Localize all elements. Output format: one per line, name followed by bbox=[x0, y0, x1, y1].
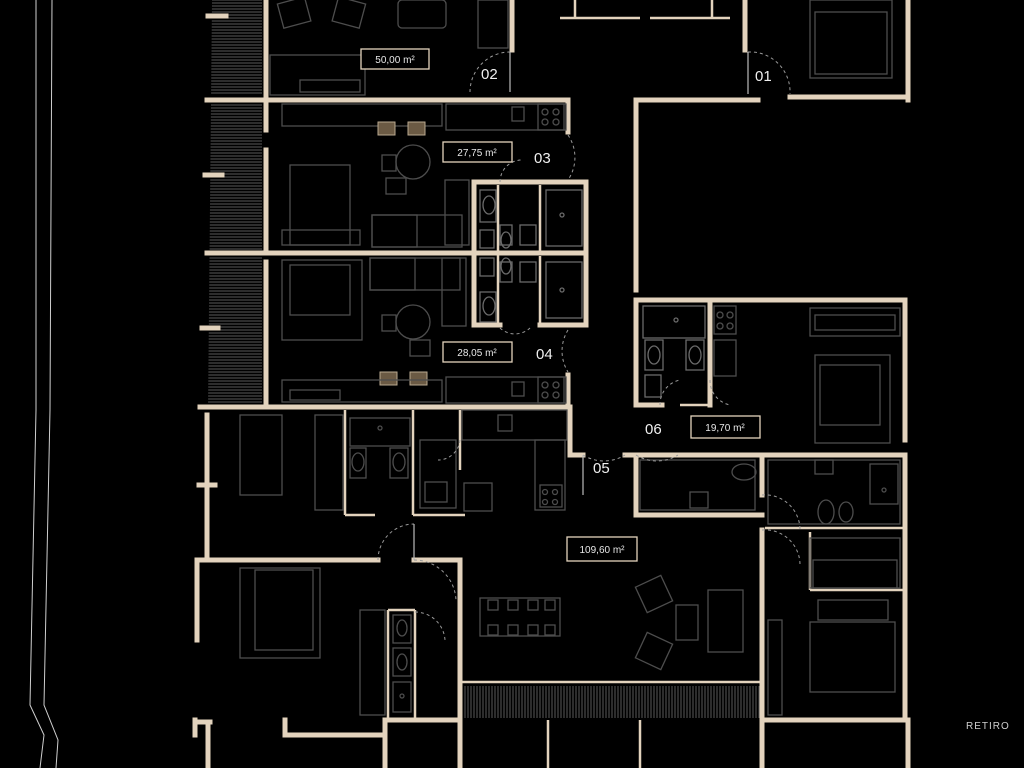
area-label-03: 27,75 m² bbox=[457, 148, 497, 159]
unit-number-05: 05 bbox=[593, 460, 610, 477]
site-boundary bbox=[29, 0, 59, 768]
balcony-hatch-bottom bbox=[464, 686, 760, 718]
furniture bbox=[239, 0, 901, 716]
unit-number-03: 03 bbox=[534, 150, 551, 167]
unit-05-label: 109,60 m² 05 bbox=[566, 460, 638, 562]
unit-number-01: 01 bbox=[755, 68, 772, 85]
area-label-06: 19,70 m² bbox=[705, 423, 745, 434]
walls bbox=[192, 0, 911, 768]
area-label-04: 28,05 m² bbox=[457, 348, 497, 359]
unit-labels: 01 50,00 m² 02 27,75 m² 03 28,05 m² 04 1… bbox=[360, 48, 772, 562]
doors bbox=[377, 51, 801, 641]
balcony-hatch-left bbox=[208, 0, 262, 409]
unit-number-06: 06 bbox=[645, 421, 662, 438]
unit-number-02: 02 bbox=[481, 66, 498, 83]
area-label-05: 109,60 m² bbox=[579, 545, 625, 556]
unit-02-label: 50,00 m² 02 bbox=[360, 48, 498, 83]
setback-label: RETIRO bbox=[966, 721, 1010, 732]
unit-04-label: 28,05 m² 04 bbox=[442, 341, 553, 363]
unit-06-label: 19,70 m² 06 bbox=[645, 415, 761, 439]
unit-03-label: 27,75 m² 03 bbox=[442, 141, 551, 167]
area-label-02: 50,00 m² bbox=[375, 55, 415, 66]
unit-number-04: 04 bbox=[536, 346, 553, 363]
